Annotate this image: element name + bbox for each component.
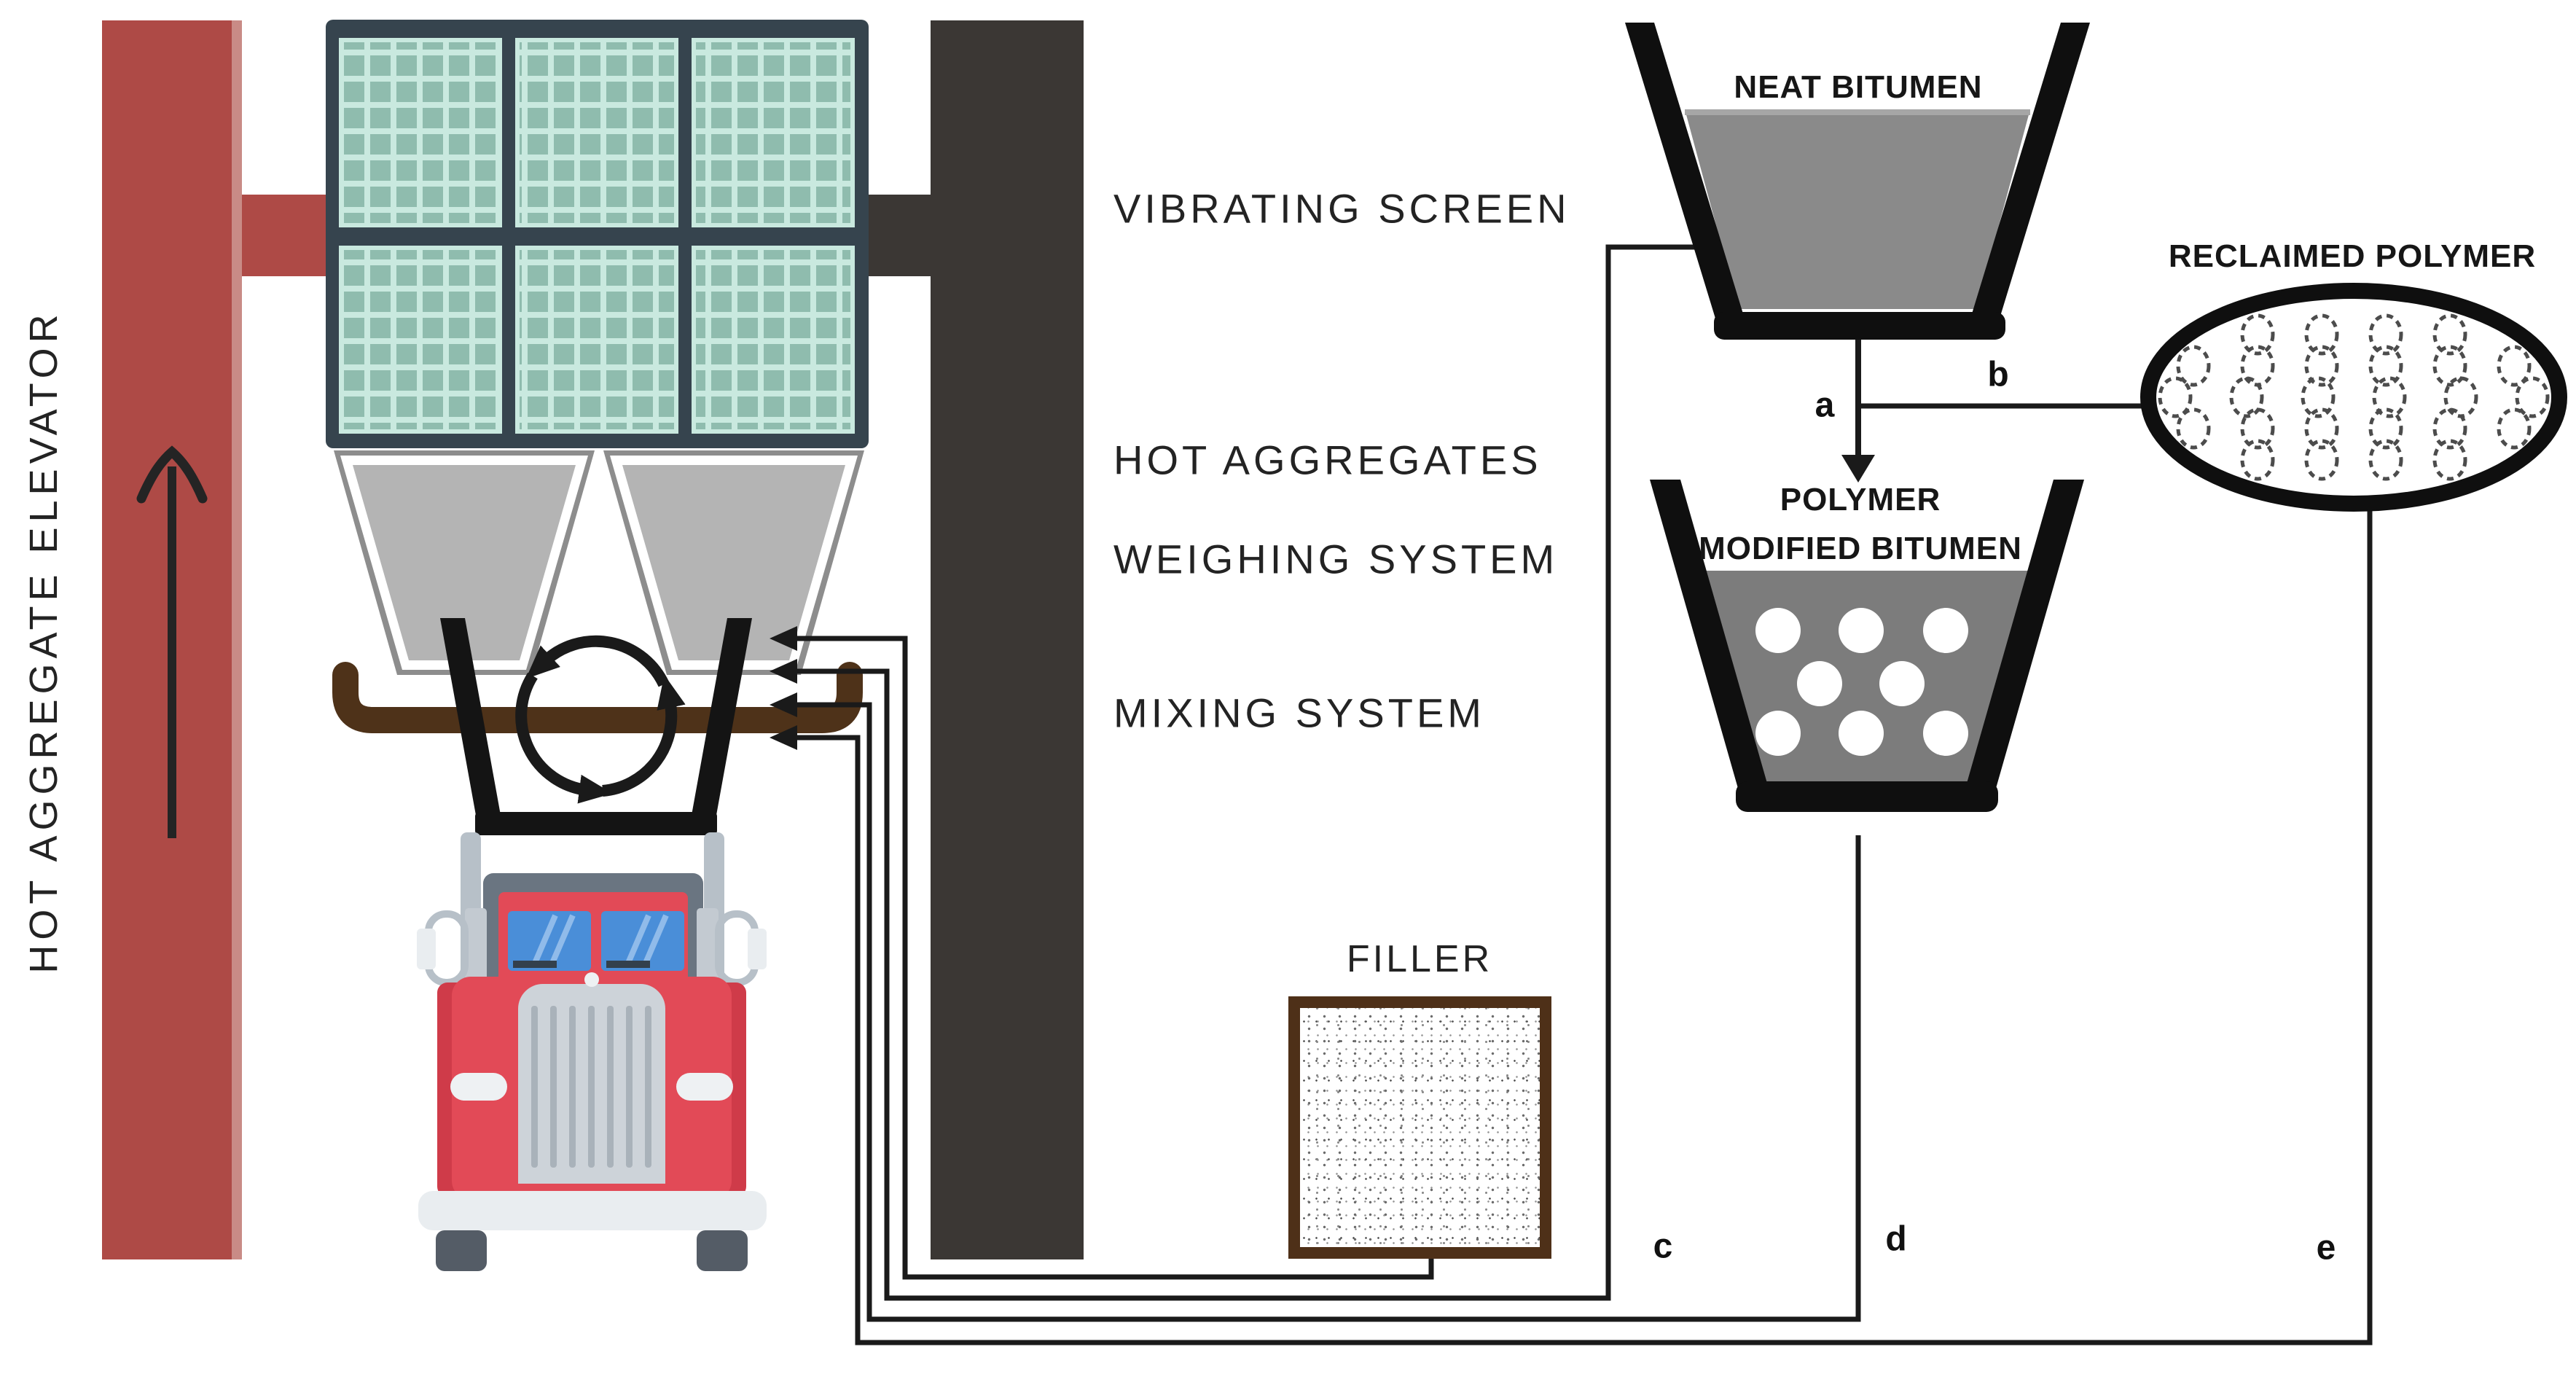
- bubble: [1839, 711, 1884, 756]
- truck-wheel-right: [697, 1230, 748, 1271]
- screen-panel: [515, 246, 678, 434]
- pmb-label-line1: POLYMER: [1780, 482, 1941, 517]
- vibrating-screen: [326, 20, 869, 448]
- line-filler-to-mixer: [794, 636, 1434, 1280]
- down-arrow-icon: [1841, 455, 1875, 483]
- inlet-arrow-icon: [770, 659, 797, 684]
- recycle-arc: [525, 635, 670, 687]
- tank-left-wall: [1625, 23, 1747, 328]
- plant-tower: [869, 20, 1084, 1259]
- inlet-arrow-icon: [770, 725, 797, 750]
- tank-bottom: [1736, 781, 1998, 812]
- weighing-tray: [332, 662, 863, 733]
- weighing-hoppers: [332, 450, 864, 733]
- hot-aggregates-label: HOT AGGREGATES: [1113, 437, 1542, 483]
- truck-hood-ornament: [584, 972, 599, 987]
- hopper-left-fill: [353, 465, 576, 660]
- reclaimed-polymer-label: RECLAIMED POLYMER: [2168, 238, 2537, 274]
- tank-right-wall: [1968, 23, 2090, 328]
- bubble: [1923, 711, 1968, 756]
- hopper-right-fill: [622, 465, 845, 660]
- line-d-pmb-to-mixer: [794, 702, 1861, 1322]
- flow-letter-e: e: [2316, 1228, 2336, 1267]
- elevator-label: HOT AGGREGATE ELEVATOR: [22, 309, 66, 974]
- screen-panel: [692, 246, 855, 434]
- truck-wiper-left: [513, 961, 557, 968]
- flow-letter-d: d: [1885, 1219, 1907, 1259]
- truck-wheel-left: [436, 1230, 487, 1271]
- neat-bitumen-surface: [1685, 109, 2030, 115]
- polymer-granules: [2158, 313, 2550, 481]
- truck-headlight-right: [676, 1073, 733, 1101]
- bubble: [1755, 711, 1801, 756]
- bubble: [1879, 661, 1925, 706]
- flow-letter-b: b: [1987, 355, 2009, 394]
- up-arrow-head: [136, 445, 208, 504]
- tank-bottom: [1714, 312, 2005, 340]
- bubble: [1839, 608, 1884, 653]
- truck-wiper-right: [606, 961, 650, 968]
- flow-letter-c: c: [1653, 1227, 1673, 1266]
- window-glare: [531, 914, 669, 968]
- truck-bumper: [418, 1191, 767, 1230]
- bubble: [1797, 661, 1842, 706]
- tower-column: [931, 20, 1084, 1259]
- flow-letter-a: a: [1814, 386, 1835, 425]
- vibrating-screen-label: VIBRATING SCREEN: [1113, 185, 1570, 232]
- tower-connector-arm: [869, 195, 937, 276]
- flow-lines: [794, 244, 2373, 1345]
- pmb-label-line2: MODIFIED BITUMEN: [1699, 531, 2022, 566]
- inlet-arrow-icon: [770, 692, 797, 717]
- screen-panel: [339, 246, 502, 434]
- hot-aggregate-elevator: [102, 20, 326, 1259]
- truck-headlight-left: [450, 1073, 507, 1101]
- truck-mirror-left: [417, 929, 436, 969]
- mixing-system-label: MIXING SYSTEM: [1113, 690, 1485, 736]
- haul-truck: [417, 832, 767, 1271]
- filler-label: FILLER: [1346, 938, 1493, 980]
- bubble: [1923, 608, 1968, 653]
- polymer-oval: [2140, 283, 2567, 512]
- tank-left-wall: [1650, 480, 1771, 796]
- mixing-system: [440, 618, 797, 835]
- mixer-inlet-arrowheads: [770, 626, 797, 750]
- screen-panel: [692, 38, 855, 227]
- recycle-arc: [515, 672, 613, 804]
- reclaimed-polymer-blob: [2140, 283, 2567, 512]
- bubble: [1755, 608, 1801, 653]
- neat-bitumen-label: NEAT BITUMEN: [1734, 69, 1983, 105]
- recycle-rotation-icon: [515, 635, 686, 804]
- up-arrow-icon: [136, 445, 208, 838]
- neat-bitumen-tank: [1625, 23, 2090, 340]
- pmb-polymer-bubbles: [1755, 608, 1968, 756]
- filler-bin: [1288, 996, 1551, 1259]
- truck-mirror-right: [748, 929, 767, 969]
- line-c-bitumen-to-mixer: [794, 244, 1698, 1301]
- line-e-polymer-to-mixer: [794, 503, 2373, 1345]
- mixer-bottom: [475, 812, 717, 835]
- elevator-column-highlight: [232, 20, 242, 1259]
- elevator-feed-arm: [242, 195, 326, 276]
- neat-bitumen-fill: [1685, 109, 2030, 309]
- recycle-arc: [602, 674, 686, 797]
- mixer-right-wall: [688, 618, 752, 835]
- weighing-system-label: WEIGHING SYSTEM: [1113, 536, 1559, 582]
- truck-grille-bars: [531, 1006, 651, 1168]
- polymer-modified-bitumen-tank: [1650, 480, 2084, 812]
- screen-panel: [515, 38, 678, 227]
- mixer-left-wall: [440, 618, 504, 835]
- tank-right-wall: [1963, 480, 2084, 796]
- inlet-arrow-icon: [770, 626, 797, 651]
- screen-panel: [339, 38, 502, 227]
